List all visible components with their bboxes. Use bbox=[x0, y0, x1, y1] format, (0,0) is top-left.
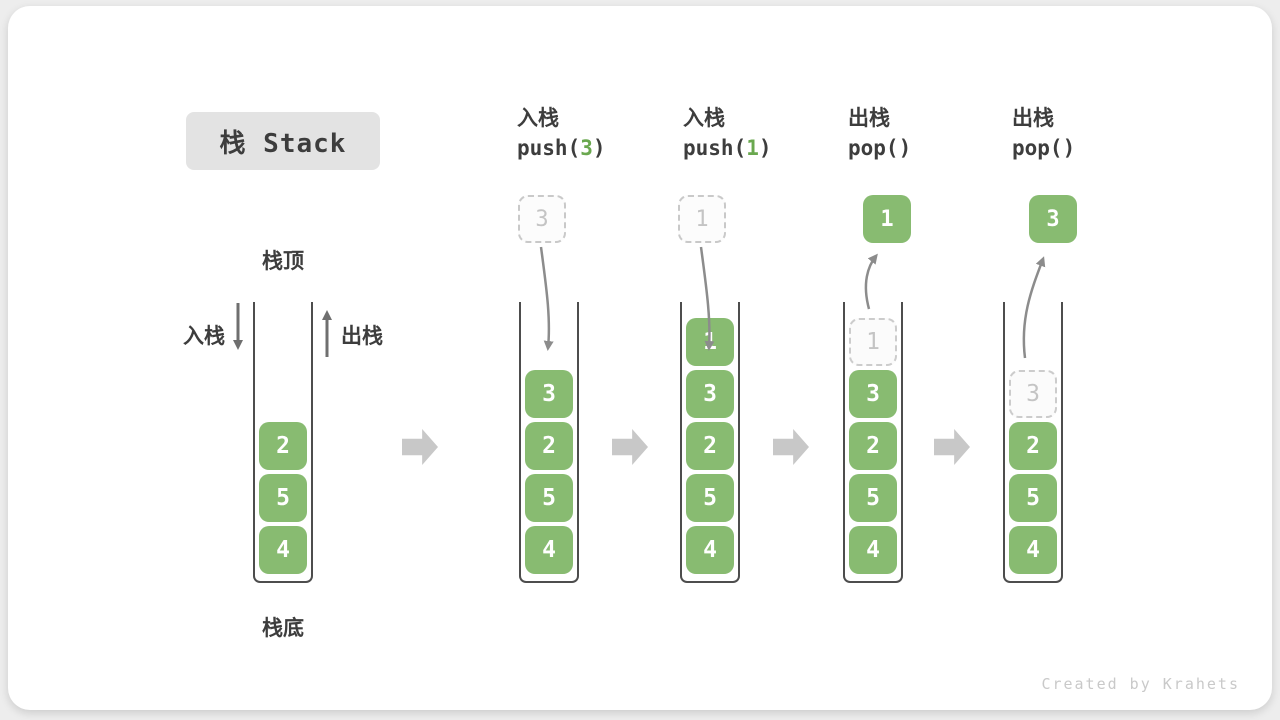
block-value: 5 bbox=[703, 485, 717, 511]
block-value: 3 bbox=[1026, 381, 1040, 407]
operation-header-pop2: 出栈 pop() bbox=[1012, 106, 1182, 164]
stack-block: 5 bbox=[259, 474, 307, 522]
floating-value-text: 1 bbox=[880, 206, 894, 232]
block-value: 1 bbox=[866, 329, 880, 355]
floating-value-text: 3 bbox=[535, 206, 549, 232]
stack-block: 2 bbox=[259, 422, 307, 470]
code-argument: 3 bbox=[580, 136, 593, 160]
stack-bottom-label: 栈底 bbox=[262, 617, 304, 640]
block-value: 3 bbox=[703, 381, 717, 407]
stack-top-label: 栈顶 bbox=[262, 250, 304, 273]
block-value: 5 bbox=[1026, 485, 1040, 511]
block-value: 4 bbox=[542, 537, 556, 563]
code-suffix: ) bbox=[898, 136, 912, 160]
stack-block-ghost: 3 bbox=[1009, 370, 1057, 418]
floating-value-text: 3 bbox=[1046, 206, 1060, 232]
stack-after-push-3: 3 2 5 4 bbox=[519, 302, 579, 583]
operation-action-label: 入栈 bbox=[517, 107, 559, 130]
stack-block: 1 bbox=[686, 318, 734, 366]
floating-value-popped-3: 3 bbox=[1029, 195, 1077, 243]
stack-block: 5 bbox=[525, 474, 573, 522]
code-prefix: pop( bbox=[1012, 136, 1063, 160]
operation-action-label: 出栈 bbox=[848, 107, 890, 130]
push-direction-label: 入栈 bbox=[183, 325, 225, 348]
block-value: 2 bbox=[276, 433, 290, 459]
floating-value-pushed-1: 1 bbox=[678, 195, 726, 243]
block-value: 5 bbox=[276, 485, 290, 511]
block-value: 5 bbox=[542, 485, 556, 511]
operation-header-pop1: 出栈 pop() bbox=[848, 106, 1018, 164]
stack-initial: 2 5 4 bbox=[253, 302, 313, 583]
stack-block: 4 bbox=[259, 526, 307, 574]
operation-code: push(1) bbox=[683, 132, 853, 164]
floating-value-popped-1: 1 bbox=[863, 195, 911, 243]
stack-after-push-1: 1 3 2 5 4 bbox=[680, 302, 740, 583]
block-value: 2 bbox=[703, 433, 717, 459]
floating-value-text: 1 bbox=[695, 206, 709, 232]
block-value: 2 bbox=[866, 433, 880, 459]
block-value: 4 bbox=[1026, 537, 1040, 563]
stack-block: 2 bbox=[525, 422, 573, 470]
code-prefix: push( bbox=[683, 136, 747, 160]
operation-action-label: 入栈 bbox=[683, 107, 725, 130]
operation-code: pop() bbox=[1012, 132, 1182, 164]
stack-block-ghost: 1 bbox=[849, 318, 897, 366]
stack-after-pop-3: 3 2 5 4 bbox=[1003, 302, 1063, 583]
stack-after-pop-1: 1 3 2 5 4 bbox=[843, 302, 903, 583]
block-value: 2 bbox=[1026, 433, 1040, 459]
stack-block: 3 bbox=[849, 370, 897, 418]
operation-code: push(3) bbox=[517, 132, 687, 164]
code-prefix: pop( bbox=[848, 136, 899, 160]
block-value: 4 bbox=[276, 537, 290, 563]
block-value: 3 bbox=[866, 381, 880, 407]
floating-value-pushed-3: 3 bbox=[518, 195, 566, 243]
stack-block: 4 bbox=[686, 526, 734, 574]
code-argument: 1 bbox=[746, 136, 759, 160]
diagram-title-badge: 栈 Stack bbox=[186, 112, 380, 170]
block-value: 3 bbox=[542, 381, 556, 407]
operation-header-push1: 入栈 push(1) bbox=[683, 106, 853, 164]
code-suffix: ) bbox=[758, 136, 772, 160]
block-value: 5 bbox=[866, 485, 880, 511]
block-value: 4 bbox=[703, 537, 717, 563]
operation-action-label: 出栈 bbox=[1012, 107, 1054, 130]
block-value: 4 bbox=[866, 537, 880, 563]
stack-block: 5 bbox=[1009, 474, 1057, 522]
stack-block: 3 bbox=[525, 370, 573, 418]
diagram-title: 栈 Stack bbox=[219, 128, 347, 159]
code-suffix: ) bbox=[1062, 136, 1076, 160]
stack-block: 5 bbox=[686, 474, 734, 522]
code-suffix: ) bbox=[592, 136, 606, 160]
stack-block: 5 bbox=[849, 474, 897, 522]
operation-header-push3: 入栈 push(3) bbox=[517, 106, 687, 164]
block-value: 2 bbox=[542, 433, 556, 459]
code-prefix: push( bbox=[517, 136, 581, 160]
stack-block: 2 bbox=[1009, 422, 1057, 470]
stack-block: 3 bbox=[686, 370, 734, 418]
block-value: 1 bbox=[703, 329, 717, 355]
stack-block: 4 bbox=[525, 526, 573, 574]
operation-code: pop() bbox=[848, 132, 1018, 164]
stack-block: 4 bbox=[849, 526, 897, 574]
footer-credit: Created by Krahets bbox=[1041, 675, 1240, 693]
stack-block: 2 bbox=[849, 422, 897, 470]
pop-direction-label: 出栈 bbox=[341, 325, 383, 348]
stack-block: 4 bbox=[1009, 526, 1057, 574]
stack-block: 2 bbox=[686, 422, 734, 470]
